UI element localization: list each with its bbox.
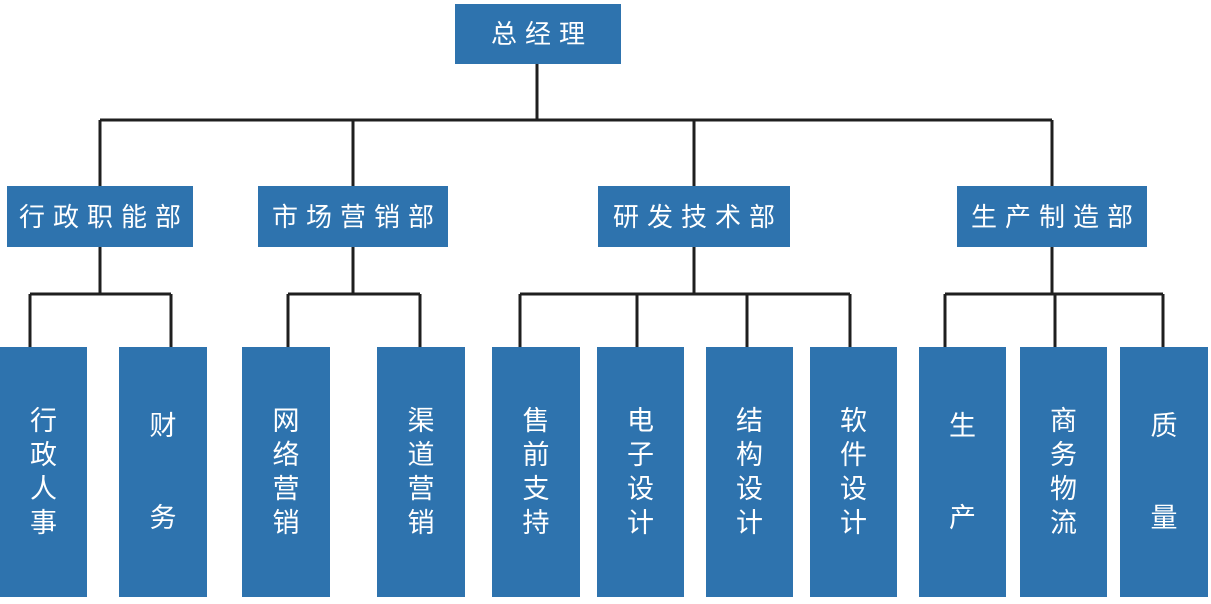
org-node-sub-department: 售前支持 — [492, 347, 580, 597]
org-node-label: 生产 — [949, 411, 976, 533]
org-node-sub-department: 生产 — [919, 347, 1006, 597]
org-node-label: 财务 — [149, 411, 177, 533]
org-node-label: 售前支持 — [522, 406, 550, 538]
org-node-department: 生产制造部 — [957, 186, 1147, 247]
org-node-sub-department: 网络营销 — [242, 347, 330, 597]
org-node-label: 研发技术部 — [612, 201, 783, 232]
org-node-label: 行政人事 — [30, 406, 57, 538]
org-node-label: 商务物流 — [1050, 406, 1077, 538]
org-node-sub-department: 行政人事 — [0, 347, 87, 597]
org-node-label: 市场营销部 — [271, 201, 442, 232]
org-node-label: 总经理 — [490, 19, 593, 49]
org-node-label: 行政职能部 — [18, 201, 189, 232]
org-node-label: 渠道营销 — [407, 406, 435, 538]
org-node-sub-department: 质量 — [1120, 347, 1208, 597]
org-node-label: 质量 — [1150, 411, 1178, 533]
org-node-general-manager: 总经理 — [455, 4, 621, 64]
org-node-sub-department: 商务物流 — [1020, 347, 1107, 597]
org-node-sub-department: 渠道营销 — [377, 347, 465, 597]
org-node-department: 行政职能部 — [7, 186, 193, 247]
org-node-sub-department: 结构设计 — [706, 347, 793, 597]
org-node-sub-department: 财务 — [119, 347, 207, 597]
org-node-label: 网络营销 — [272, 406, 300, 538]
org-node-department: 市场营销部 — [258, 186, 448, 247]
org-node-label: 电子设计 — [627, 406, 654, 538]
org-node-label: 软件设计 — [840, 406, 867, 538]
org-node-department: 研发技术部 — [598, 186, 790, 247]
org-node-label: 结构设计 — [736, 406, 763, 538]
org-node-sub-department: 软件设计 — [810, 347, 897, 597]
org-node-label: 生产制造部 — [970, 201, 1141, 232]
org-node-sub-department: 电子设计 — [597, 347, 684, 597]
